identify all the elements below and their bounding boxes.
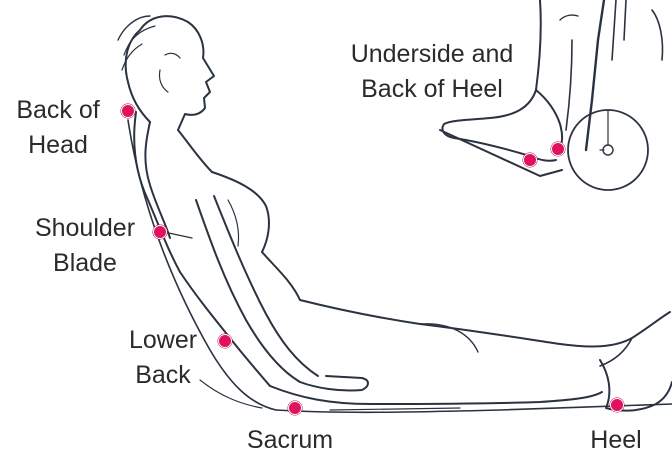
label-lower-back: Lower Back <box>114 323 212 393</box>
label-underside-heel: Underside and Back of Heel <box>322 37 542 107</box>
pressure-dot-back-heel <box>551 142 565 156</box>
arm-drawing <box>196 196 368 391</box>
label-lower-back-line-1: Lower <box>114 323 212 358</box>
label-underside-heel-line-1: Underside and <box>322 37 542 72</box>
label-heel-line-1: Heel <box>570 423 662 458</box>
label-underside-heel-line-2: Back of Heel <box>322 72 542 107</box>
label-shoulder-blade: Shoulder Blade <box>19 211 151 281</box>
pressure-dot-sacrum <box>288 401 302 415</box>
pressure-dot-underside-heel <box>523 153 537 167</box>
label-sacrum-line-1: Sacrum <box>226 423 354 458</box>
legs-drawing <box>270 300 672 411</box>
label-back-of-head: Back of Head <box>6 93 110 163</box>
pressure-dot-lower-back <box>218 334 232 348</box>
label-lower-back-line-2: Back <box>114 358 212 393</box>
label-shoulder-blade-line-1: Shoulder <box>19 211 151 246</box>
pressure-dot-shoulder-blade <box>153 225 167 239</box>
pressure-dot-heel <box>610 398 624 412</box>
label-back-of-head-line-2: Head <box>6 128 110 163</box>
label-sacrum: Sacrum <box>226 423 354 458</box>
label-back-of-head-line-1: Back of <box>6 93 110 128</box>
label-heel: Heel <box>570 423 662 458</box>
pressure-dot-back-of-head <box>121 104 135 118</box>
label-shoulder-blade-line-2: Blade <box>19 246 151 281</box>
